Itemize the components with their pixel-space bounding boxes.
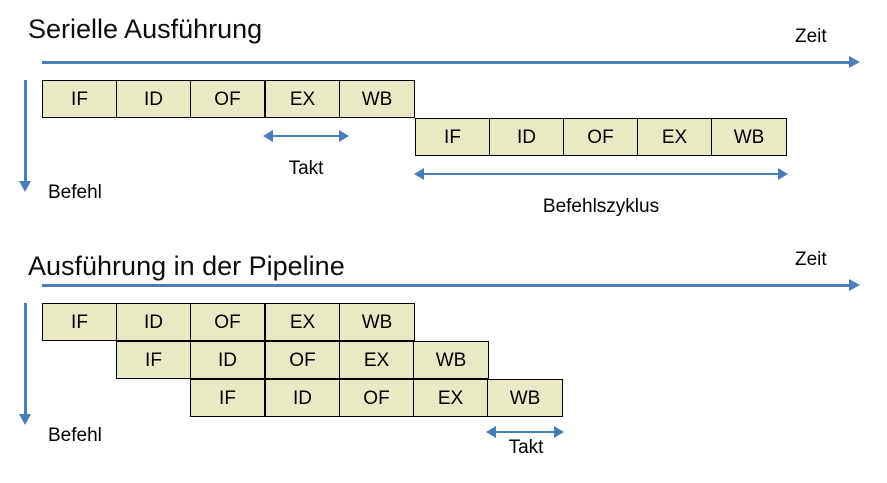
pipeline-section-title: Ausführung in der Pipeline (28, 251, 345, 281)
pipeline-row3-stage-wb: WB (487, 379, 563, 417)
serial-row2-stage-if: IF (415, 118, 490, 156)
pipeline-row2-stage-wb: WB (413, 341, 489, 379)
serial-instruction-axis-line (24, 80, 27, 183)
pipeline-takt-dimension-arrow (486, 426, 564, 438)
pipeline-row1-stage-if: IF (42, 303, 117, 341)
pipeline-row1-stage-id: ID (116, 303, 191, 341)
pipeline-row2-stage-of: OF (265, 341, 340, 379)
pipeline-row3-stage-id: ID (265, 379, 340, 417)
serial-row2-stage-id: ID (489, 118, 564, 156)
pipeline-instruction-axis-label: Befehl (48, 425, 102, 446)
pipeline-row2-stage-ex: EX (339, 341, 414, 379)
serial-row1-stage-ex: EX (265, 80, 340, 118)
takt-dimension-line (271, 135, 341, 137)
serial-row2-stage-of: OF (563, 118, 638, 156)
serial-row1-stage-wb: WB (339, 80, 415, 118)
serial-time-axis-line (42, 61, 850, 64)
pipeline-row3-stage-of: OF (339, 379, 414, 417)
serial-takt-dimension-arrow (263, 130, 349, 142)
pipeline-row1-stage-ex: EX (265, 303, 340, 341)
serial-row2-stage-ex: EX (637, 118, 712, 156)
befehlszyklus-arrowhead-right-icon (778, 168, 788, 180)
pipeline-row3-stage-if: IF (190, 379, 265, 417)
takt-arrowhead-right-icon (339, 130, 349, 142)
serial-instruction-axis-label: Befehl (48, 182, 102, 203)
pipeline-takt-arrowhead-left-icon (486, 426, 496, 438)
serial-row1-stage-id: ID (116, 80, 191, 118)
serial-time-axis-label: Zeit (795, 26, 827, 47)
befehlszyklus-dimension-line (422, 173, 780, 175)
pipeline-time-axis-arrowhead-icon (849, 279, 860, 291)
pipeline-row2-stage-id: ID (190, 341, 265, 379)
serial-row1-stage-of: OF (190, 80, 265, 118)
serial-befehlszyklus-label: Befehlszyklus (542, 196, 660, 217)
serial-row1-stage-if: IF (42, 80, 117, 118)
pipeline-takt-label: Takt (508, 437, 544, 458)
serial-row2-stage-wb: WB (711, 118, 787, 156)
pipeline-row2-stage-if: IF (116, 341, 191, 379)
pipeline-row1-stage-wb: WB (339, 303, 415, 341)
serial-takt-label: Takt (288, 158, 324, 179)
takt-arrowhead-left-icon (263, 130, 273, 142)
pipeline-row1-stage-of: OF (190, 303, 265, 341)
serial-instruction-axis-arrowhead-icon (19, 181, 31, 192)
pipeline-instruction-axis-line (24, 303, 27, 416)
pipeline-row3-stage-ex: EX (413, 379, 488, 417)
befehlszyklus-arrowhead-left-icon (414, 168, 424, 180)
serial-befehlszyklus-dimension-arrow (414, 168, 788, 180)
pipeline-time-axis-label: Zeit (795, 249, 827, 270)
pipeline-takt-arrowhead-right-icon (554, 426, 564, 438)
pipeline-time-axis-line (42, 284, 850, 287)
pipeline-instruction-axis-arrowhead-icon (19, 414, 31, 425)
serial-section-title: Serielle Ausführung (28, 14, 263, 44)
serial-time-axis-arrowhead-icon (849, 56, 860, 68)
pipeline-takt-dimension-line (494, 431, 556, 433)
